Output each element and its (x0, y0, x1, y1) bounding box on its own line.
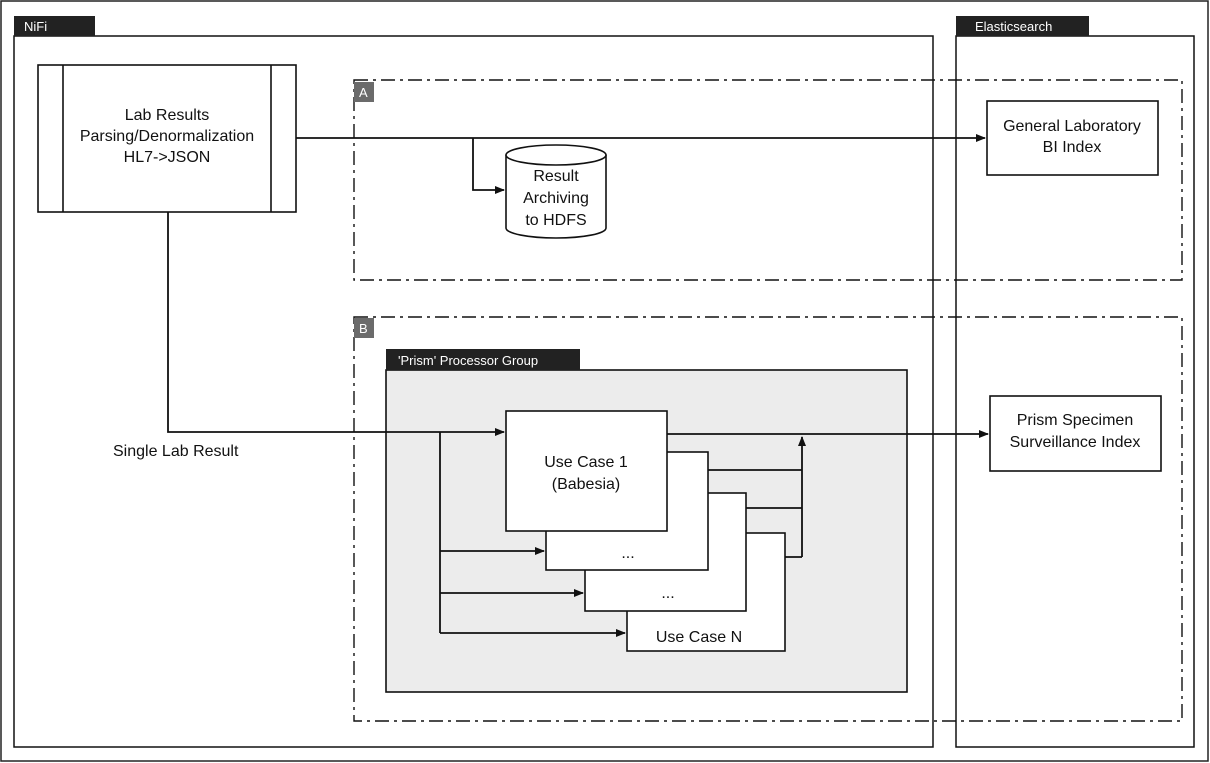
general-index-line2: BI Index (1043, 139, 1102, 156)
section-b-tag (354, 318, 374, 338)
prism-index-line1: Prism Specimen (1017, 412, 1133, 429)
elasticsearch-tab-label: Elasticsearch (975, 19, 1052, 34)
single-lab-result-label: Single Lab Result (113, 443, 239, 460)
archive-line2: Archiving (523, 190, 589, 207)
edge-single-lab-result (167, 212, 505, 436)
section-b: B (353, 316, 1183, 722)
elasticsearch-container: Elasticsearch (955, 16, 1195, 748)
lab-results-processor: Lab Results Parsing/Denormalization HL7-… (37, 64, 297, 213)
edge-to-archive (472, 138, 505, 194)
lab-results-line1: Lab Results (125, 107, 210, 124)
archive-line1: Result (533, 168, 579, 185)
prism-group-tab-label: 'Prism' Processor Group (398, 353, 538, 368)
nifi-tab-label: NiFi (24, 19, 47, 34)
use-case-2-label: ... (621, 545, 634, 562)
section-a: A (353, 79, 1183, 281)
prism-group-tab (386, 349, 580, 370)
prism-index-line2: Surveillance Index (1010, 434, 1141, 451)
archive-line3: to HDFS (525, 212, 586, 229)
section-a-tag-label: A (359, 85, 368, 100)
nifi-tab (14, 16, 95, 36)
general-index-line1: General Laboratory (1003, 118, 1141, 135)
prism-specimen-index: Prism Specimen Surveillance Index (989, 395, 1162, 472)
use-case-1: Use Case 1 (Babesia) (505, 410, 668, 532)
use-case-n-label: Use Case N (656, 629, 742, 646)
lab-results-line2: Parsing/Denormalization (80, 128, 254, 145)
elasticsearch-tab (956, 16, 1089, 36)
use-case-3-label: ... (661, 585, 674, 602)
nifi-container: NiFi (13, 16, 934, 748)
use-case-1-line2: (Babesia) (552, 476, 620, 493)
general-laboratory-index: General Laboratory BI Index (986, 100, 1159, 176)
section-a-tag (354, 82, 374, 102)
lab-results-line3: HL7->JSON (124, 149, 211, 166)
hdfs-archive-cylinder: Result Archiving to HDFS (505, 144, 607, 239)
section-b-tag-label: B (359, 321, 368, 336)
use-case-1-line1: Use Case 1 (544, 454, 628, 471)
edges (167, 134, 989, 637)
